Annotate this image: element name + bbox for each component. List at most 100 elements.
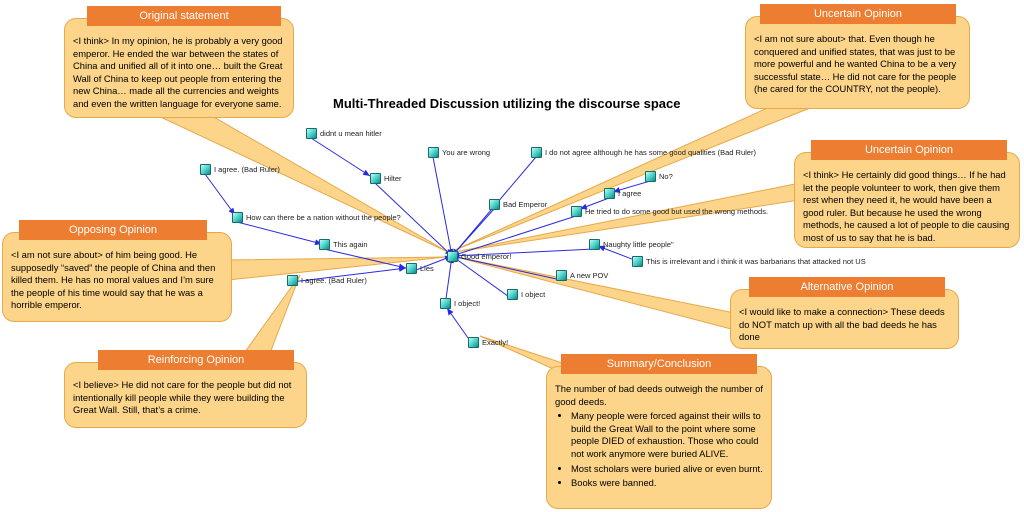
node-i-agree-bad-ruler-top[interactable]: I agree. (Bad Ruler): [200, 163, 280, 175]
original-statement-callout: Original statement <I think> In my opini…: [64, 6, 294, 118]
node-label: Lies: [420, 263, 434, 273]
edge-agree-bad-ruler-bottom-to-lies: [291, 265, 407, 283]
reinforcing-opinion-callout: Reinforcing Opinion <I believe> He did n…: [64, 350, 307, 428]
callout-text: <I am not sure about> of him being good.…: [11, 249, 216, 311]
pointer-alternative: [451, 255, 736, 331]
node-naughty-little-people[interactable]: Naughty little people": [589, 238, 674, 250]
summary-bullet-list: Many people were forced against their wi…: [555, 410, 763, 490]
node-label: Hilter: [384, 173, 402, 183]
edge-hilter-to-good-emperor: [374, 182, 453, 257]
callout-header: Reinforcing Opinion: [98, 350, 294, 370]
node-new-pov[interactable]: A new POV: [556, 269, 608, 281]
edge-bad-emperor-to-good-emperor: [451, 208, 495, 257]
edge-new-pov-to-good-emperor: [451, 254, 562, 281]
alternative-opinion-callout: Alternative Opinion <I would like to mak…: [730, 277, 959, 349]
node-label: You are wrong: [442, 147, 491, 157]
summary-bullet: Most scholars were buried alive or even …: [571, 463, 763, 476]
node-label: I agree. (Bad Ruler): [301, 275, 367, 285]
node-good-emperor[interactable]: Good emperor!: [447, 250, 512, 262]
node-label: Bad Emperor: [503, 199, 548, 209]
uncertain-opinion-callout-1: Uncertain Opinion <I am not sure about> …: [745, 4, 970, 109]
node-label: Good emperor!: [461, 251, 512, 261]
thread-edges: [204, 137, 651, 346]
callout-header: Uncertain Opinion: [760, 4, 956, 24]
uncertain-opinion-callout-2: Uncertain Opinion <I think> He certainly…: [794, 140, 1020, 248]
node-box-icon: [556, 269, 567, 281]
node-didnt-u-mean-hitler[interactable]: didnt u mean hitler: [306, 127, 382, 139]
node-label: Exactly!: [482, 337, 509, 347]
callout-header: Alternative Opinion: [749, 277, 945, 297]
edge-nation-to-this-again: [236, 221, 323, 246]
node-label: He tried to do some good but used the wr…: [585, 206, 769, 216]
opposing-opinion-callout: Opposing Opinion <I am not sure about> o…: [2, 220, 232, 322]
node-box-icon: [571, 205, 582, 217]
node-label: No?: [659, 171, 673, 181]
edge-this-again-to-lies: [323, 248, 407, 270]
node-box-icon: [489, 198, 500, 210]
node-box-icon: [632, 255, 643, 267]
callout-pointers: [149, 99, 831, 373]
node-nation-without-people[interactable]: How can there be a nation without the pe…: [232, 211, 401, 223]
callout-text: <I think> In my opinion, he is probably …: [73, 35, 283, 109]
node-box-icon: [447, 250, 458, 262]
edge-didnt-u-mean-hitler-to-hilter: [310, 137, 371, 177]
node-box-icon: [531, 146, 542, 158]
callout-text: <I would like to make a connection> Thes…: [739, 306, 945, 343]
node-i-agree-bad-ruler-bottom[interactable]: I agree. (Bad Ruler): [287, 274, 367, 286]
node-label: I agree: [618, 188, 642, 198]
node-bad-emperor[interactable]: Bad Emperor: [489, 198, 548, 210]
callout-header: Summary/Conclusion: [561, 354, 757, 374]
node-box-icon: [604, 187, 615, 199]
summary-intro: The number of bad deeds outweigh the num…: [555, 383, 763, 407]
node-box-icon: [645, 170, 656, 182]
edge-lies-to-good-emperor: [410, 255, 453, 273]
node-box-icon: [319, 238, 330, 250]
node-label: I object: [521, 289, 546, 299]
node-label: didnt u mean hitler: [320, 128, 382, 138]
node-label: This is irrelevant and i think it was ba…: [646, 256, 866, 266]
node-this-again[interactable]: This again: [319, 238, 368, 250]
node-box-icon: [306, 127, 317, 139]
node-box-icon: [370, 172, 381, 184]
node-lies[interactable]: Lies: [406, 262, 434, 274]
node-box-icon: [406, 262, 417, 274]
node-label: How can there be a nation without the pe…: [246, 212, 401, 222]
node-box-icon: [589, 238, 600, 250]
edge-i-agree-to-wrong-methods: [579, 197, 610, 210]
node-label: Naughty little people": [603, 239, 674, 249]
callout-header: Opposing Opinion: [19, 220, 207, 240]
node-box-icon: [507, 288, 518, 300]
edge-i-object-to-good-emperor: [451, 255, 513, 300]
node-label: This again: [333, 239, 368, 249]
edge-wrong-methods-to-good-emperor: [451, 215, 577, 257]
callout-header: Uncertain Opinion: [811, 140, 1007, 160]
node-box-icon: [232, 211, 243, 223]
node-i-agree[interactable]: I agree: [604, 187, 642, 199]
pointer-uncertain-1: [454, 99, 831, 251]
node-hilter[interactable]: Hilter: [370, 172, 402, 184]
edge-no-to-i-agree: [612, 180, 651, 193]
summary-conclusion-callout: Summary/Conclusion The number of bad dee…: [546, 354, 772, 509]
node-exactly[interactable]: Exactly!: [468, 336, 509, 348]
diagram-title: Multi-Threaded Discussion utilizing the …: [333, 96, 681, 111]
callout-text: <I am not sure about> that. Even though …: [754, 33, 957, 95]
callout-text: <I believe> He did not care for the peop…: [73, 379, 292, 416]
node-box-icon: [440, 297, 451, 309]
callout-header: Original statement: [87, 6, 281, 26]
node-label: I do not agree although he has some good…: [545, 147, 756, 157]
edge-agree-bad-ruler-top-to-nation: [204, 173, 236, 216]
node-i-object-exclaim[interactable]: I object!: [440, 297, 480, 309]
edge-you-are-wrong-to-good-emperor: [432, 156, 454, 257]
node-i-object[interactable]: I object: [507, 288, 546, 300]
edge-naughty-to-good-emperor: [451, 248, 595, 259]
node-box-icon: [287, 274, 298, 286]
node-no[interactable]: No?: [645, 170, 673, 182]
node-disagree-bad-ruler[interactable]: I do not agree although he has some good…: [531, 146, 756, 158]
node-irrelevant[interactable]: This is irrelevant and i think it was ba…: [632, 255, 866, 267]
edge-irrelevant-to-naughty: [597, 245, 638, 262]
node-box-icon: [468, 336, 479, 348]
node-you-are-wrong[interactable]: You are wrong: [428, 146, 491, 158]
node-box-icon: [428, 146, 439, 158]
node-wrong-methods[interactable]: He tried to do some good but used the wr…: [571, 205, 769, 217]
